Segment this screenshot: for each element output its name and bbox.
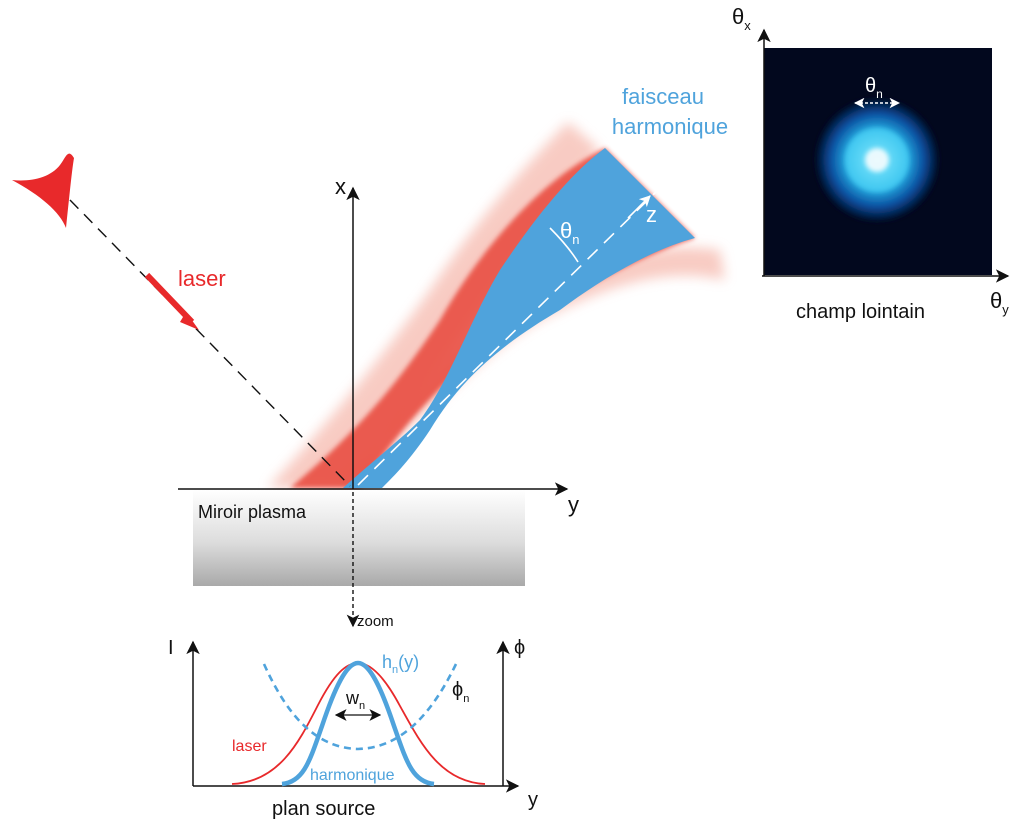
- theta-n-label: θn: [560, 218, 579, 247]
- beam-axis-dashed: [357, 189, 659, 486]
- y-axis-label: y: [568, 492, 579, 517]
- theta-x-label: θx: [732, 4, 751, 33]
- harmonic-profile-curve: [281, 660, 435, 787]
- incident-laser-path: [69, 199, 351, 487]
- laser-profile-curve: [231, 662, 486, 785]
- source-plane-plot: I ϕ y wn hn(y) ϕn laser harmonique plan …: [168, 637, 538, 820]
- phi-profile-label: ϕn: [452, 679, 469, 705]
- theta-angle-arc: [549, 227, 579, 263]
- profile-y-label: y: [528, 789, 538, 811]
- source-plane-label: plan source: [272, 798, 375, 820]
- plasma-mirror: [193, 490, 525, 586]
- z-axis-label: z: [646, 202, 657, 227]
- theta-y-label: θy: [990, 288, 1009, 317]
- zoom-label: zoom: [357, 613, 394, 630]
- harmonic-beam-label-2: harmonique: [612, 114, 728, 139]
- laser-label: laser: [178, 266, 226, 291]
- x-axis-label: x: [335, 174, 346, 199]
- laser-profile-label: laser: [232, 738, 267, 755]
- phase-profile-curve: [262, 663, 458, 751]
- harmonic-profile-label: harmonique: [310, 767, 395, 784]
- far-field-label: champ lointain: [796, 301, 925, 323]
- z-axis-arrow: [627, 195, 651, 219]
- laser-direction-arrow: [144, 272, 195, 325]
- harmonic-beam: [343, 148, 695, 488]
- width-label: wn: [345, 688, 365, 712]
- phase-axis-label: ϕ: [514, 637, 525, 659]
- h-profile-label: hn(y): [382, 652, 419, 676]
- incident-laser: laser: [12, 153, 351, 487]
- laser-pulse-icon: [12, 153, 74, 228]
- harmonic-beam-label: faisceau: [622, 84, 704, 109]
- far-field-panel: θx θy θn champ lointain: [732, 4, 1010, 323]
- divergence-label: θn: [865, 75, 883, 101]
- intensity-axis-label: I: [168, 637, 174, 659]
- mirror-label: Miroir plasma: [198, 502, 307, 522]
